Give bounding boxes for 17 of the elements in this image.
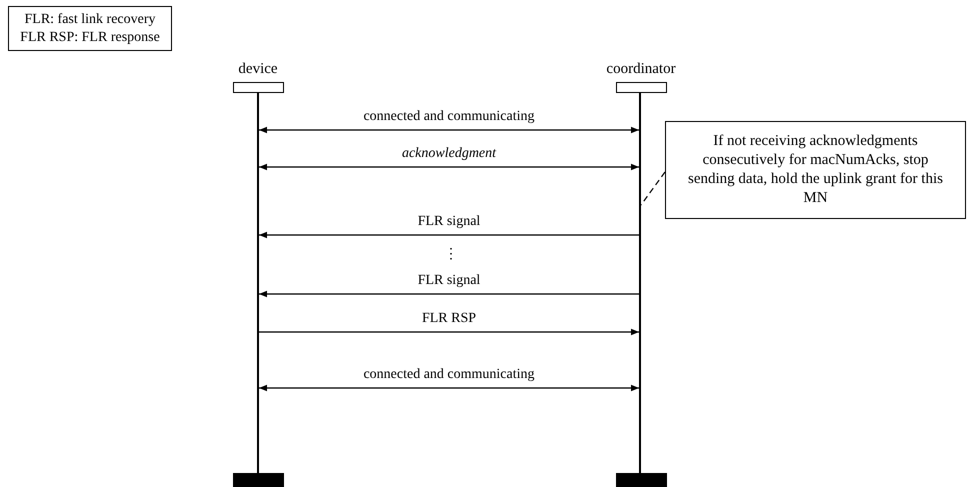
ellipsis-mark: ⋮ xyxy=(444,246,458,264)
message-arrow xyxy=(259,232,639,238)
lifeline xyxy=(639,92,641,473)
note-box xyxy=(8,6,172,51)
note-box xyxy=(665,121,966,219)
participant-name: coordinator xyxy=(606,60,676,78)
note-text: FLR: fast link recovery xyxy=(24,10,156,28)
message-arrow xyxy=(259,164,639,170)
participant-name: device xyxy=(238,60,278,78)
message-arrow xyxy=(259,126,639,134)
message-arrow xyxy=(259,384,639,392)
note-text: If not receiving acknowledgments consecutively for macNumAcks, stop sending data, hold the uplink grant for this MN xyxy=(687,132,944,208)
message-arrow xyxy=(259,290,639,298)
message-arrow xyxy=(259,328,639,336)
note-text: FLR RSP: FLR response xyxy=(20,28,160,46)
leader-line xyxy=(640,172,666,206)
lifeline xyxy=(257,92,259,473)
